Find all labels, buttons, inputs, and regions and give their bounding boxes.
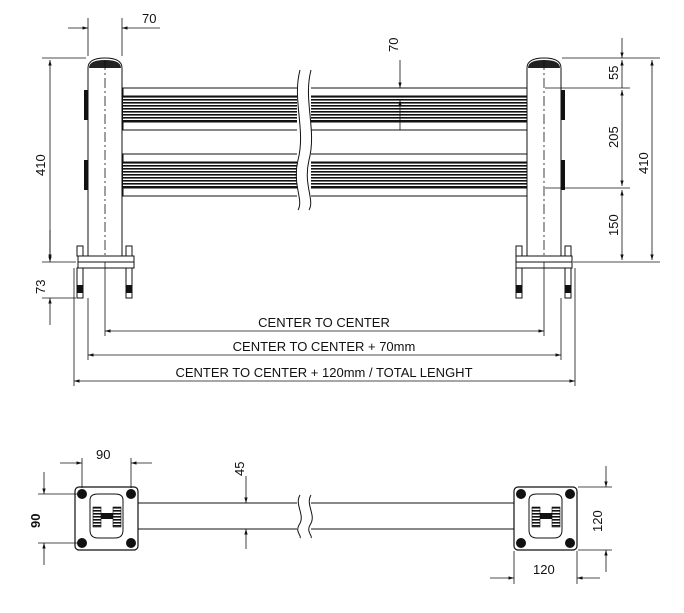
- dim-plate-side: 90: [28, 472, 80, 565]
- dim-rail-spacing-label: 205: [606, 126, 621, 148]
- dim-plate-inner-label: 90: [96, 447, 110, 462]
- dim-plate-side-label: 90: [28, 514, 43, 528]
- dim-plate-width: 120: [490, 551, 600, 584]
- dim-top-offset-label: 55: [606, 66, 621, 80]
- dim-base-height: 73: [33, 230, 76, 325]
- dim-rail-height: 70: [386, 38, 402, 130]
- dim-total-length-label: CENTER TO CENTER + 120mm / TOTAL LENGHT: [175, 365, 472, 380]
- dim-bottom-offset-label: 150: [606, 214, 621, 236]
- dim-right-height-label: 410: [636, 152, 651, 174]
- top-rail: [137, 494, 515, 539]
- top-view: 90 90 45 120 1: [28, 447, 612, 584]
- left-top-plate: [74, 486, 139, 551]
- dim-plate-width-label: 120: [533, 562, 555, 577]
- lower-rail: [122, 153, 528, 197]
- dim-post-width: 70: [68, 11, 160, 56]
- front-view: 70 70 410 73: [33, 11, 660, 386]
- right-top-plate: [513, 486, 578, 551]
- dim-post-width-label: 70: [142, 11, 156, 26]
- dim-rail-depth-label: 45: [232, 462, 247, 476]
- dim-center-to-center-label: CENTER TO CENTER: [258, 315, 390, 330]
- dim-rail-height-label: 70: [386, 38, 401, 52]
- left-post: [84, 57, 123, 263]
- right-post: [526, 57, 565, 263]
- dim-base-height-label: 73: [33, 280, 48, 294]
- dim-plate-height-label: 120: [590, 510, 605, 532]
- rail-break: [295, 69, 313, 211]
- dim-right-stack: 55 205 150 410: [545, 38, 660, 263]
- upper-rail: [122, 87, 528, 131]
- dim-plate-height: 120: [578, 466, 612, 572]
- dim-lengths: CENTER TO CENTER CENTER TO CENTER + 70mm…: [73, 262, 576, 386]
- dim-left-height: 410: [33, 57, 86, 263]
- dim-rail-depth: 45: [232, 462, 248, 549]
- dim-plate-inner: 90: [60, 447, 152, 488]
- dim-center-plus-70-label: CENTER TO CENTER + 70mm: [233, 339, 416, 354]
- dim-left-height-label: 410: [33, 154, 48, 176]
- left-base-plate: [76, 245, 135, 299]
